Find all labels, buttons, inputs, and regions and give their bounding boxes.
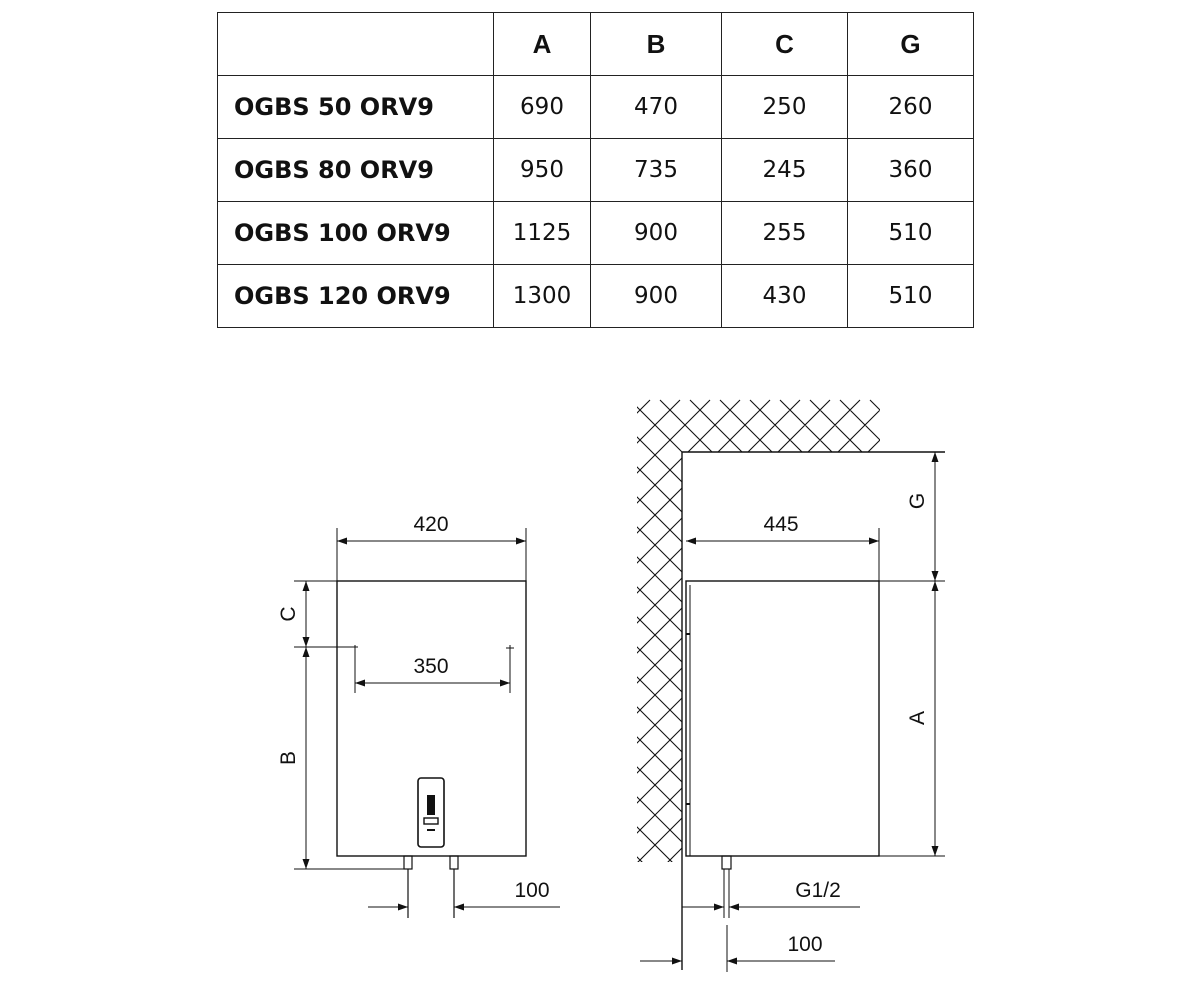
value-g: 510 bbox=[847, 264, 974, 328]
depth-label: 445 bbox=[763, 513, 798, 536]
value-b: 900 bbox=[590, 201, 722, 265]
display-icon bbox=[427, 795, 435, 815]
table-row: OGBS 120 ORV9 1300 900 430 510 bbox=[217, 264, 974, 328]
model-name: OGBS 120 ORV9 bbox=[217, 264, 494, 328]
value-b: 470 bbox=[590, 75, 722, 139]
front-view bbox=[294, 528, 560, 918]
c-dimension-label: C bbox=[277, 606, 300, 621]
control-panel bbox=[417, 777, 445, 848]
value-a: 1300 bbox=[493, 264, 591, 328]
value-g: 260 bbox=[847, 75, 974, 139]
table-row: OGBS 50 ORV9 690 470 250 260 bbox=[217, 75, 974, 139]
side-view bbox=[640, 451, 945, 972]
value-a: 690 bbox=[493, 75, 591, 139]
header-g: G bbox=[847, 12, 974, 76]
table-row: OGBS 100 ORV9 1125 900 255 510 bbox=[217, 201, 974, 265]
header-model bbox=[217, 12, 494, 76]
width-label: 420 bbox=[413, 513, 448, 536]
pipe-offset-label: 100 bbox=[787, 933, 822, 956]
value-c: 250 bbox=[721, 75, 848, 139]
table-row: OGBS 80 ORV9 950 735 245 360 bbox=[217, 138, 974, 202]
pipe-spacing-label: 100 bbox=[514, 879, 549, 902]
heater-front-body bbox=[336, 580, 527, 857]
wall-hatching bbox=[637, 399, 880, 862]
water-pipes bbox=[403, 855, 459, 918]
value-a: 950 bbox=[493, 138, 591, 202]
value-c: 430 bbox=[721, 264, 848, 328]
value-g: 360 bbox=[847, 138, 974, 202]
dimensions-table: A B C G OGBS 50 ORV9 690 470 250 260 OGB… bbox=[217, 12, 974, 328]
header-c: C bbox=[721, 12, 848, 76]
mount-span-label: 350 bbox=[413, 655, 448, 678]
model-name: OGBS 80 ORV9 bbox=[217, 138, 494, 202]
a-dimension-label: A bbox=[906, 711, 929, 725]
model-name: OGBS 100 ORV9 bbox=[217, 201, 494, 265]
value-c: 255 bbox=[721, 201, 848, 265]
b-dimension-label: B bbox=[277, 751, 300, 765]
water-pipe-side bbox=[721, 855, 732, 870]
value-b: 735 bbox=[590, 138, 722, 202]
thread-size-label: G1/2 bbox=[795, 879, 841, 902]
g-dimension-label: G bbox=[906, 493, 929, 509]
model-name: OGBS 50 ORV9 bbox=[217, 75, 494, 139]
value-g: 510 bbox=[847, 201, 974, 265]
heater-side-body bbox=[685, 580, 880, 857]
button-icon bbox=[423, 817, 439, 825]
value-b: 900 bbox=[590, 264, 722, 328]
